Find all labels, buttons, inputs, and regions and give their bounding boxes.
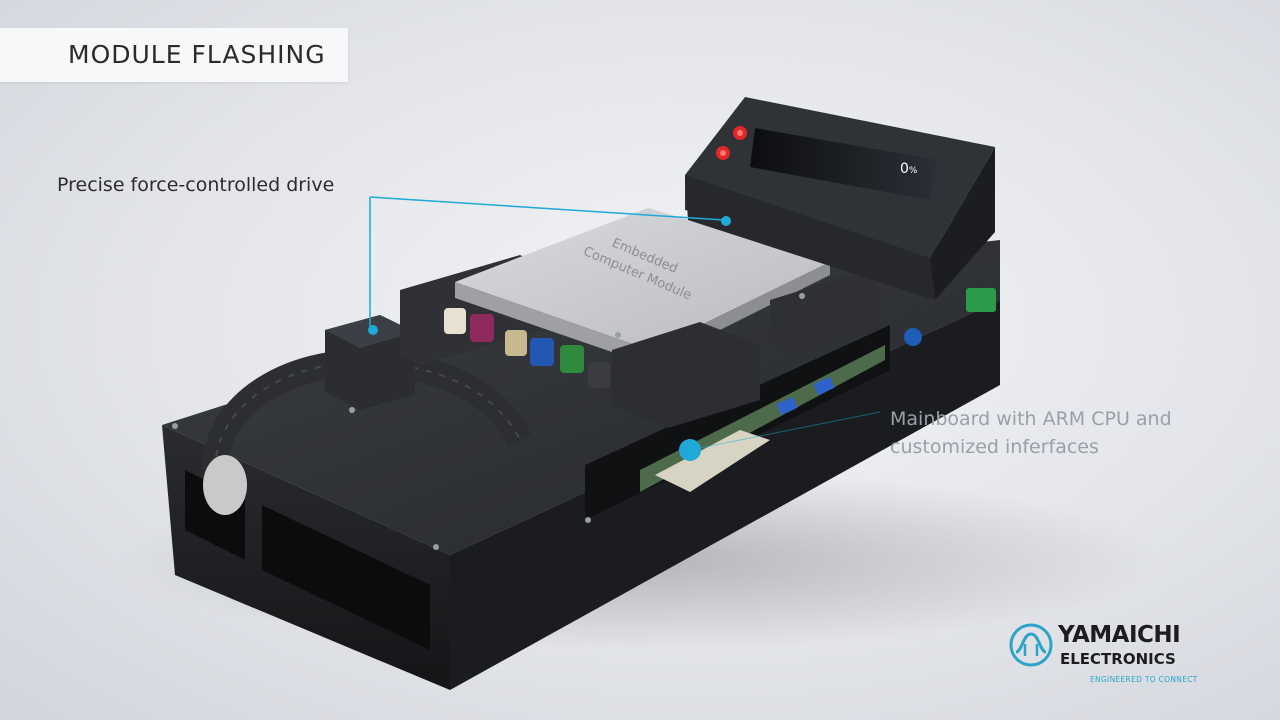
- brand-logo: YAMAICHI ELECTRONICS ENGINEERED TO CONNE…: [1008, 620, 1218, 690]
- computer-module-edge: [455, 282, 650, 365]
- yamaichi-logo-icon: [1009, 623, 1053, 667]
- connector-blue: [530, 338, 554, 366]
- chain-roller: [203, 455, 247, 515]
- connector-black: [588, 362, 610, 388]
- callout-dot-icon: [679, 439, 701, 461]
- cable-chain-links: [214, 361, 521, 471]
- base-side-face: [450, 300, 1000, 690]
- computer-module-plate: [455, 208, 830, 350]
- brand-name-line1: YAMAICHI: [1058, 622, 1181, 648]
- title-banner: MODULE FLASHING: [0, 28, 348, 82]
- display-housing-side: [930, 147, 995, 300]
- callout-line-mainboard: [689, 411, 881, 451]
- mid-right-block: [770, 272, 880, 355]
- screws: [172, 293, 805, 550]
- ribbon-connector: [655, 430, 770, 492]
- display-readout: 0%: [900, 161, 917, 177]
- front-cutout-2: [262, 505, 430, 650]
- connector-purple: [470, 314, 494, 342]
- callout-dot-icon: [721, 216, 731, 226]
- callout-dot-icon: [368, 325, 378, 335]
- display-value: 0: [900, 161, 909, 177]
- side-port-blue: [904, 328, 922, 346]
- display-screen: [750, 128, 938, 200]
- callout-mainboard-label: Mainboard with ARM CPU and customized in…: [890, 405, 1172, 461]
- display-housing-front: [685, 175, 935, 300]
- usb-port-2: [813, 376, 835, 396]
- connector-cream: [444, 308, 466, 334]
- brand-name-line2: ELECTRONICS: [1060, 650, 1176, 668]
- display-unit: %: [908, 166, 918, 176]
- front-right-block: [612, 322, 760, 428]
- brand-tagline: ENGINEERED TO CONNECT: [1090, 675, 1198, 684]
- callout-mainboard-line2: customized inferfaces: [890, 436, 1099, 458]
- connector-green: [560, 345, 584, 373]
- side-port-green: [966, 288, 996, 312]
- connector-beige: [505, 330, 527, 356]
- callout-drive-label: Precise force-controlled drive: [57, 174, 335, 196]
- page-title: MODULE FLASHING: [68, 40, 326, 69]
- usb-port-1: [776, 396, 798, 416]
- callout-mainboard-line1: Mainboard with ARM CPU and: [890, 408, 1172, 430]
- callout-line-drive-2: [369, 196, 725, 221]
